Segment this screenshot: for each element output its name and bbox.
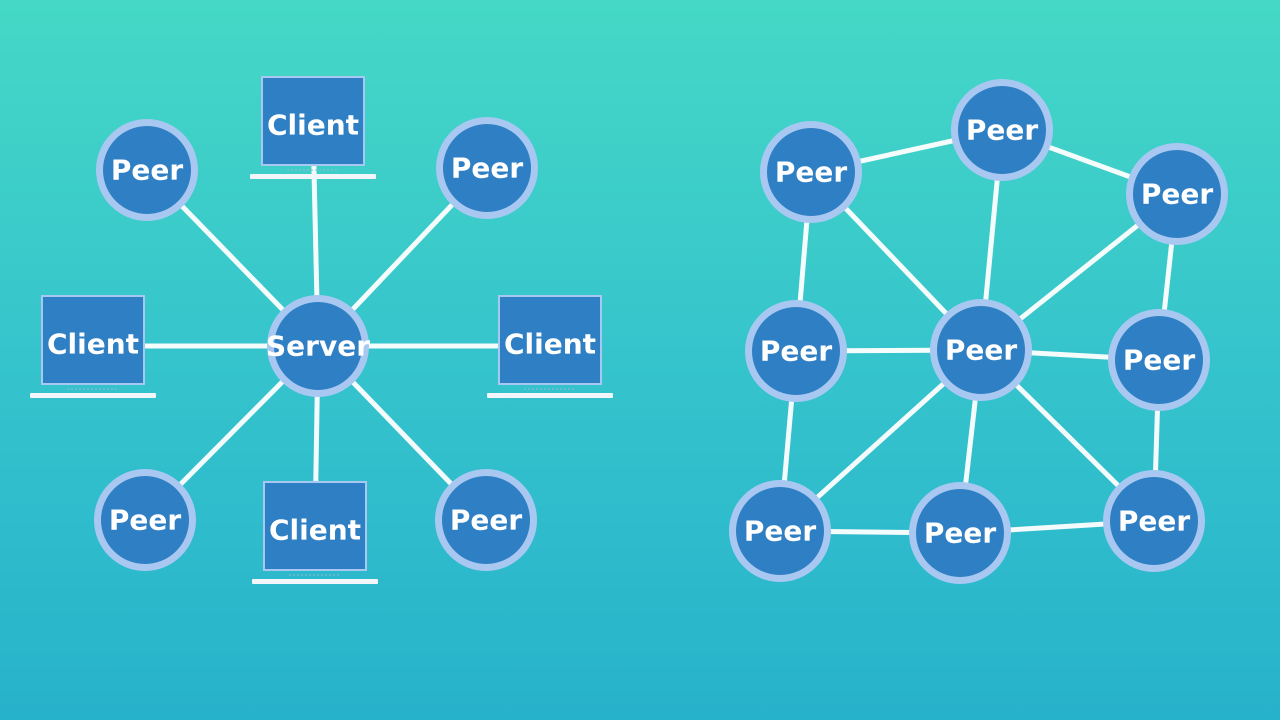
- laptop-screen: [498, 295, 602, 385]
- node-label: Peer: [924, 517, 997, 550]
- node-label: Peer: [966, 114, 1039, 147]
- laptop-screen: [41, 295, 145, 385]
- laptop-base: [30, 393, 156, 398]
- node-circle: [274, 302, 362, 390]
- node-label: Peer: [945, 334, 1018, 367]
- node-circle: [443, 124, 531, 212]
- p2p-node-p-top-left: Peer: [760, 121, 862, 223]
- node-label: Peer: [760, 335, 833, 368]
- node-circle: [736, 487, 824, 575]
- node-circle: [752, 307, 840, 395]
- cs-node-peer-bottom-right: Peer: [435, 469, 537, 571]
- node-label: Peer: [1118, 505, 1191, 538]
- node-label: Client: [504, 328, 596, 361]
- node-label: Peer: [109, 504, 182, 537]
- node-circle: [103, 126, 191, 214]
- node-label: Peer: [1123, 344, 1196, 377]
- node-label: Peer: [451, 152, 524, 185]
- node-circle: [958, 86, 1046, 174]
- node-label: Client: [47, 328, 139, 361]
- p2p-node-p-bottom-left: Peer: [729, 480, 831, 582]
- p2p-node-p-mid-left: Peer: [745, 300, 847, 402]
- cs-node-server: Server: [266, 295, 370, 397]
- node-circle: [767, 128, 855, 216]
- node-label: Peer: [450, 504, 523, 537]
- node-circle: [1133, 150, 1221, 238]
- node-label: Client: [267, 109, 359, 142]
- node-label: Peer: [1141, 178, 1214, 211]
- laptop-base: [487, 393, 613, 398]
- p2p-node-p-top: Peer: [951, 79, 1053, 181]
- node-circle: [937, 306, 1025, 394]
- cs-node-peer-top-right: Peer: [436, 117, 538, 219]
- p2p-node-p-center: Peer: [930, 299, 1032, 401]
- node-label: Peer: [775, 156, 848, 189]
- node-circle: [916, 489, 1004, 577]
- p2p-node-p-mid-right: Peer: [1108, 309, 1210, 411]
- p2p-node-p-bottom-right: Peer: [1103, 470, 1205, 572]
- node-circle: [442, 476, 530, 564]
- node-label: Client: [269, 514, 361, 547]
- node-circle: [101, 476, 189, 564]
- laptop-base: [250, 174, 376, 179]
- cs-node-client-bottom: Client: [252, 481, 378, 584]
- cs-node-client-right: Client: [487, 295, 613, 398]
- node-circle: [1110, 477, 1198, 565]
- node-label: Peer: [744, 515, 817, 548]
- cs-node-peer-top-left: Peer: [96, 119, 198, 221]
- cs-node-client-left: Client: [30, 295, 156, 398]
- node-label: Server: [266, 330, 370, 363]
- node-label: Peer: [111, 154, 184, 187]
- laptop-base: [252, 579, 378, 584]
- cs-node-client-top: Client: [250, 76, 376, 179]
- laptop-screen: [263, 481, 367, 571]
- p2p-node-p-top-right: Peer: [1126, 143, 1228, 245]
- laptop-screen: [261, 76, 365, 166]
- cs-node-peer-bottom-left: Peer: [94, 469, 196, 571]
- p2p-node-p-bottom-mid: Peer: [909, 482, 1011, 584]
- node-circle: [1115, 316, 1203, 404]
